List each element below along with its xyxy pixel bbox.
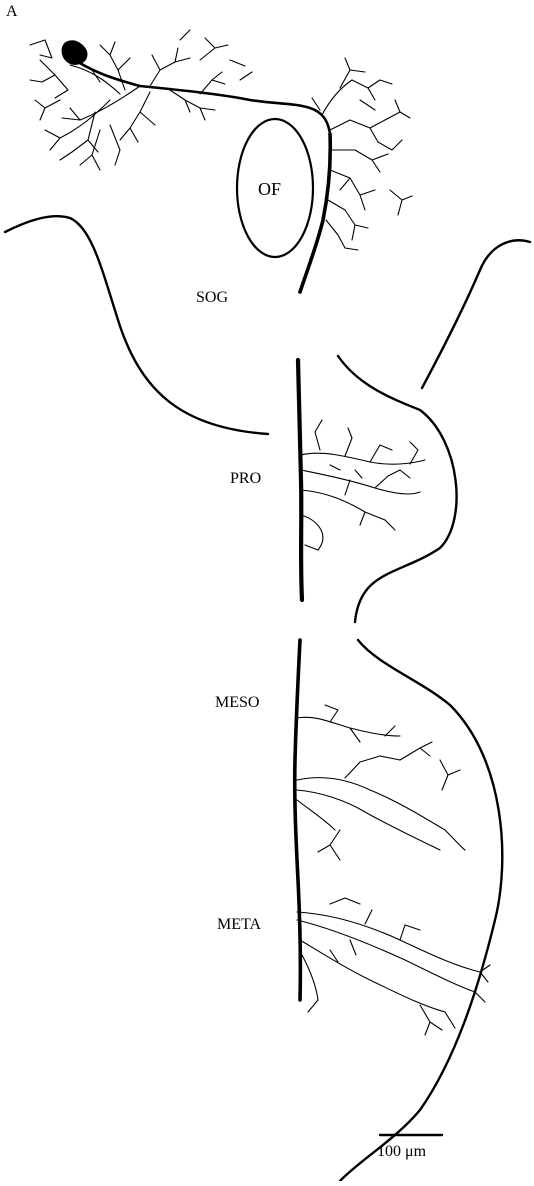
meta-branches [297, 898, 490, 1035]
label-meso: MESO [215, 695, 259, 711]
label-of: OF [258, 180, 281, 198]
primary-neurite [78, 62, 330, 292]
cell-body [62, 41, 87, 65]
dendritic-arbor-right [312, 58, 412, 250]
label-sog: SOG [196, 290, 228, 306]
label-meta: META [217, 917, 261, 933]
panel-label: A [6, 4, 18, 20]
descending-axon [295, 360, 302, 1000]
scale-bar-label: 100 μm [377, 1144, 426, 1160]
pro-branches [301, 420, 425, 550]
label-pro: PRO [230, 471, 261, 487]
meso-branches [297, 705, 465, 860]
